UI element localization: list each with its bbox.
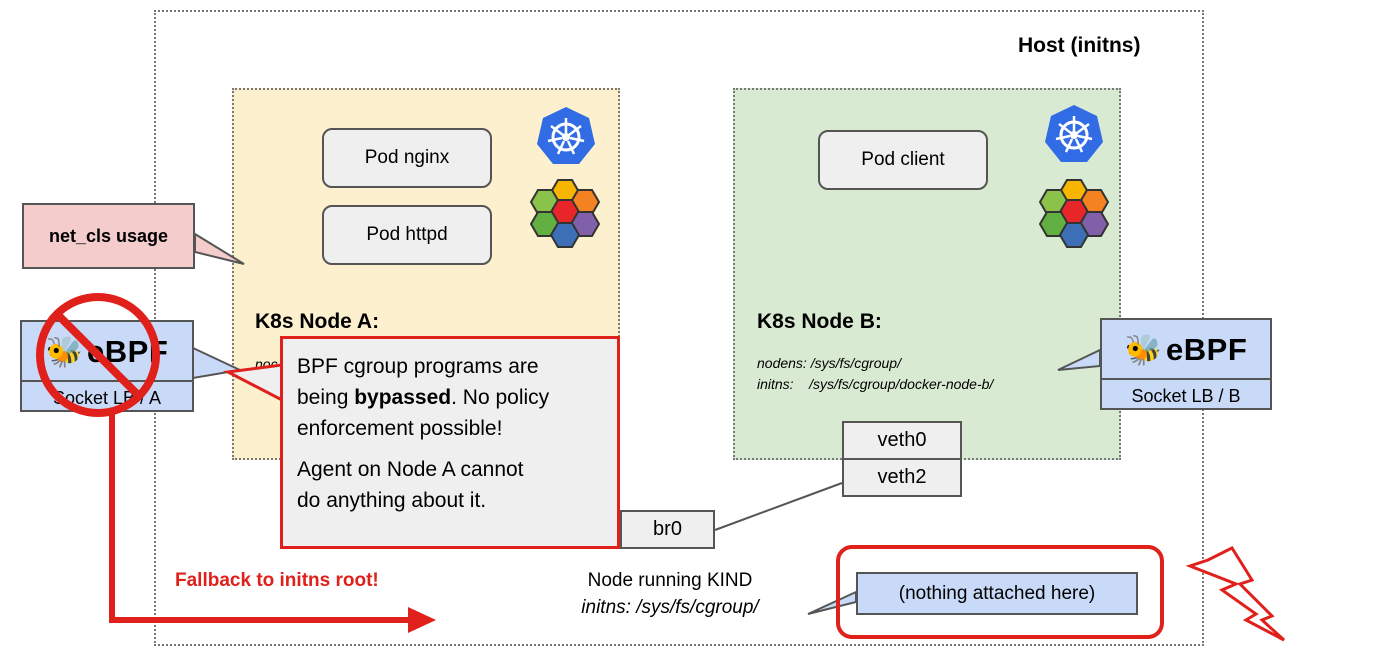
kubernetes-logo-icon bbox=[1045, 105, 1103, 162]
nothing-attached-highlight bbox=[836, 545, 1164, 639]
pod-nginx: Pod nginx bbox=[322, 128, 492, 188]
warning-line-1: BPF cgroup programs are bbox=[297, 355, 539, 378]
nothing-attached-box: (nothing attached here) bbox=[856, 572, 1138, 615]
warning-line-4: Agent on Node A cannot bbox=[297, 458, 524, 481]
prohibited-icon bbox=[36, 293, 160, 417]
warning-line-3: enforcement possible! bbox=[297, 417, 503, 440]
kubernetes-logo-icon bbox=[537, 107, 595, 164]
fallback-arrow bbox=[109, 395, 420, 623]
host-title: Host (initns) bbox=[1018, 34, 1141, 57]
net-cls-callout: net_cls usage bbox=[22, 203, 195, 269]
ebpf-socket-lb-b: 🐝 eBPF Socket LB / B bbox=[1100, 318, 1272, 410]
warning-line-2-prefix: being bbox=[297, 386, 355, 409]
warning-line-2: being bypassed. No policy bbox=[297, 382, 603, 413]
pod-client: Pod client bbox=[818, 130, 988, 190]
cilium-logo-icon bbox=[1038, 179, 1110, 248]
net-cls-callout-tail bbox=[194, 232, 245, 265]
node-b-path-nodens: nodens: /sys/fs/cgroup/ bbox=[757, 355, 901, 371]
bee-icon: 🐝 bbox=[45, 335, 84, 369]
br0-bridge: br0 bbox=[620, 510, 715, 549]
node-a-title: K8s Node A: bbox=[255, 310, 380, 333]
warning-bypassed-emphasis: bypassed bbox=[354, 386, 452, 409]
node-b-title: K8s Node B: bbox=[757, 310, 882, 333]
kind-node-initns: initns: /sys/fs/cgroup/ bbox=[581, 597, 759, 618]
ebpf-b-wordmark: eBPF bbox=[1166, 332, 1248, 367]
br0-veth2-link bbox=[714, 482, 843, 531]
pod-httpd: Pod httpd bbox=[322, 205, 492, 265]
kind-node-caption: Node running KIND bbox=[587, 570, 753, 591]
bypass-warning-callout: BPF cgroup programs are being bypassed. … bbox=[280, 336, 620, 549]
warning-line-5: do anything about it. bbox=[297, 489, 487, 512]
veth2-interface: veth2 bbox=[842, 458, 962, 497]
cilium-logo-icon bbox=[529, 179, 601, 248]
lightning-bolt-icon bbox=[1185, 546, 1286, 642]
ebpf-b-caption: Socket LB / B bbox=[1102, 378, 1270, 412]
fallback-label: Fallback to initns root! bbox=[175, 570, 379, 591]
bee-icon: 🐝 bbox=[1124, 333, 1163, 367]
warning-line-2-suffix: . No policy bbox=[451, 386, 550, 409]
fallback-arrow-head bbox=[408, 607, 436, 633]
node-b-path-initns: initns: /sys/fs/cgroup/docker-node-b/ bbox=[757, 376, 994, 392]
